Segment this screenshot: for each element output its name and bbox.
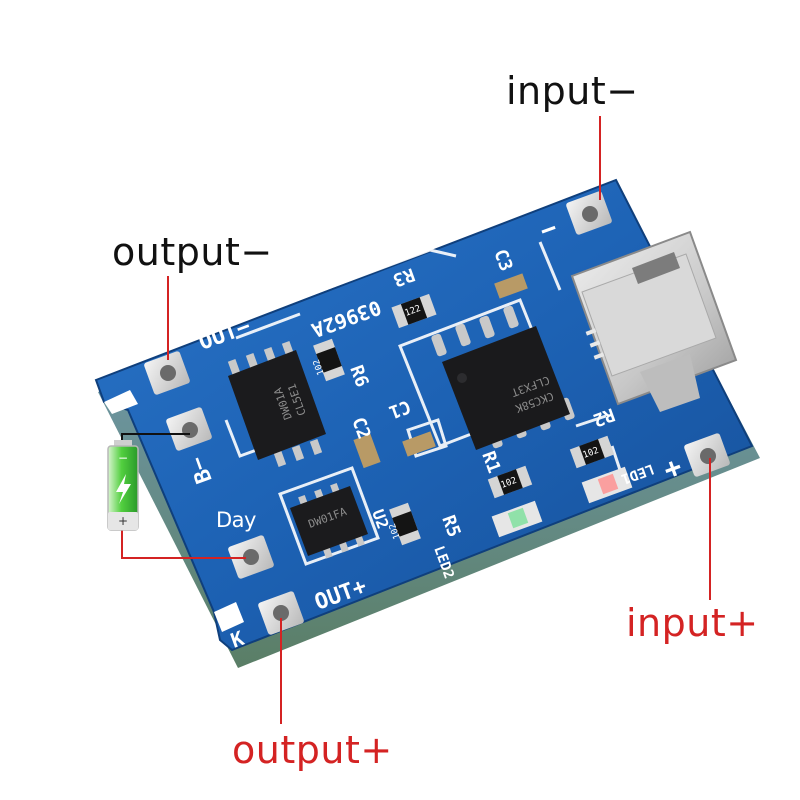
label-output-minus: output−	[112, 230, 273, 274]
smd-resistors	[313, 293, 615, 546]
leds	[491, 466, 633, 538]
led1	[581, 466, 633, 504]
led2	[491, 500, 543, 538]
resistor-r5	[389, 502, 421, 546]
pcb-board: OUT− B− OUT+ 03962A R3 C3 R6 C1 C2 R5 R1…	[94, 178, 760, 668]
pad-out-minus	[144, 351, 190, 395]
capacitor-c2	[402, 431, 436, 457]
label-output-plus: output+	[232, 728, 393, 772]
resistor-r2	[569, 435, 615, 469]
battery-diagram: − +	[107, 433, 246, 559]
capacitors	[353, 273, 528, 469]
micro-usb-connector-icon	[570, 230, 738, 412]
battery-plus-symbol: +	[118, 514, 128, 528]
ic-charger	[431, 305, 575, 450]
resistor-r6	[313, 338, 345, 382]
solder-pads	[144, 191, 730, 635]
pad-in-plus	[684, 433, 730, 477]
label-input-minus: input−	[506, 69, 639, 113]
battery-icon: − +	[107, 440, 139, 531]
resistor-r3	[391, 293, 437, 329]
pad-in-minus	[566, 191, 612, 235]
capacitor-c1	[353, 433, 381, 469]
label-input-plus: input+	[626, 601, 759, 645]
capacitor-c3	[494, 273, 528, 299]
wire-positive	[121, 530, 246, 559]
resistor-r1	[487, 465, 533, 499]
battery-minus-symbol: −	[118, 451, 128, 465]
ic-u1	[227, 341, 326, 467]
ic-u2	[290, 482, 368, 559]
pad-out-plus	[258, 591, 304, 635]
lightning-icon	[116, 474, 131, 504]
pad-b-plus	[228, 535, 274, 579]
callout-lines	[167, 116, 711, 724]
battery-note: Day	[216, 508, 256, 532]
